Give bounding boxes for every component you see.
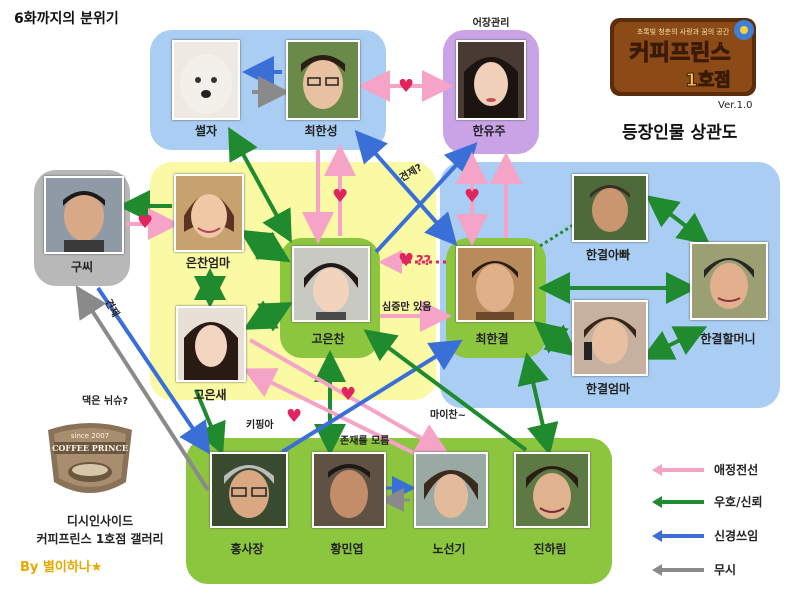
heart-icon: ♥: [464, 186, 481, 207]
edge-hong-gussi-gray: [75, 285, 210, 492]
legend-label: 애정전선: [714, 463, 759, 477]
node-label-eunchan-mom: 은찬엄마: [185, 256, 231, 270]
portrait-seolja: [172, 40, 240, 120]
node-label-seongi: 노선기: [432, 542, 466, 556]
node-label-hangyeol-dad: 한결아빠: [585, 248, 631, 262]
edge-hangyeol-dad: [539, 220, 579, 248]
legend-item-rivalry: 신경쓰임: [652, 526, 792, 546]
legend-label: 우호/신뢰: [714, 495, 763, 509]
edge-seolja-eunchan: [228, 126, 292, 244]
node-label-yuju: 한유주: [472, 124, 506, 138]
legend-item-friendship: 우호/신뢰: [652, 492, 792, 512]
node-sublabel-yuju: 어장관리: [472, 18, 510, 29]
coffee-prince-seal: since 2007 COFFEE PRINCE: [40, 420, 140, 504]
node-label-seolja: 썰자: [194, 124, 218, 138]
heart-icon: ♥: [398, 76, 415, 97]
node-label-hangyeol-grandma: 한결할머니: [700, 332, 756, 346]
edge-hansung-hangyeol: [354, 130, 458, 246]
annotation-crush: 키핑아: [246, 420, 274, 431]
annotation-mine: 마이찬~: [430, 410, 466, 421]
author-credit: By 별이하나★: [20, 560, 103, 575]
heart-icon: ♥: [398, 250, 415, 271]
node-label-eunchan: 고은찬: [311, 332, 345, 346]
edge-hangyeol-harim: [517, 352, 559, 456]
edge-gussi-hong-blue: [96, 286, 211, 455]
node-label-eunsae: 고은새: [193, 388, 227, 402]
svg-text:커피프린스: 커피프린스: [629, 41, 730, 66]
edge-eunsae-hong: [194, 389, 226, 456]
portrait-harim: [514, 452, 590, 528]
version-label: Ver.1.0: [718, 100, 753, 111]
portrait-gussi: [44, 176, 124, 254]
legend-item-affection: 애정전선: [652, 460, 792, 480]
portrait-hangyeol-grandma: [690, 242, 768, 320]
node-label-hangyeol: 최한결: [475, 332, 509, 346]
portrait-boss-hong: [210, 452, 288, 528]
edge-harim-eunchan: [363, 329, 528, 452]
heart-icon: ♥: [137, 212, 154, 233]
portrait-seongi: [414, 452, 488, 528]
edge-hangyeol-mom: [533, 320, 579, 358]
coffee-prince-logo: 초록빛 청춘의 사랑과 꿈의 공간 커피프린스 1호점: [608, 14, 758, 100]
node-label-minyeop: 황민엽: [330, 542, 364, 556]
annotation-unaware: 존재를 모름: [340, 436, 390, 447]
annotation-dakeun: 댁은 뉘슈?: [82, 396, 129, 407]
node-label-gussi: 구씨: [70, 260, 94, 274]
legend-label: 신경쓰임: [714, 529, 759, 543]
edge-mom-grandma: [640, 326, 708, 360]
credit-line2: 커피프린스 1호점 갤러리: [36, 532, 164, 546]
heart-icon: ♥: [340, 384, 357, 405]
heart-icon: ♥: [332, 186, 349, 207]
annotation-question-hearts: ??: [416, 254, 432, 269]
portrait-minyeop: [312, 452, 386, 528]
edge-eunsae-eunchan: [243, 300, 293, 332]
node-label-boss-hong: 홍사장: [230, 542, 264, 556]
portrait-hansung: [286, 40, 360, 120]
svg-text:초록빛 청춘의 사랑과 꿈의 공간: 초록빛 청춘의 사랑과 꿈의 공간: [637, 27, 730, 36]
portrait-hangyeol-mom: [572, 300, 648, 376]
portrait-hangyeol: [456, 246, 534, 322]
svg-text:COFFEE PRINCE: COFFEE PRINCE: [52, 443, 128, 453]
portrait-hangyeol-dad: [572, 174, 648, 242]
chart-title: 등장인물 상관도: [622, 123, 738, 143]
node-label-hangyeol-mom: 한결엄마: [585, 382, 631, 396]
svg-text:1호점: 1호점: [685, 70, 731, 91]
edge-eunchan-yuju: [374, 142, 478, 254]
credit-line1: 디시인사이드: [66, 514, 134, 528]
heart-icon: ♥: [286, 406, 303, 427]
svg-text:since 2007: since 2007: [71, 432, 109, 440]
edge-hong-hangyeol: [280, 339, 463, 454]
edge-dad-grandma: [645, 195, 711, 245]
portrait-eunchan: [292, 246, 370, 322]
portrait-yuju: [456, 40, 526, 120]
legend-label: 무시: [714, 563, 737, 577]
page-title: 6화까지의 분위기: [14, 11, 119, 27]
node-label-harim: 진하림: [533, 542, 567, 556]
node-label-hansung: 최한성: [304, 124, 338, 138]
portrait-eunsae: [176, 306, 246, 382]
portrait-eunchan-mom: [174, 174, 244, 252]
annotation-suspect: 심증만 있음: [382, 302, 432, 313]
legend-item-ignore: 무시: [652, 560, 792, 580]
edge-mom-eunchan: [239, 229, 291, 263]
edge-eunsae-seongi: [249, 338, 449, 454]
